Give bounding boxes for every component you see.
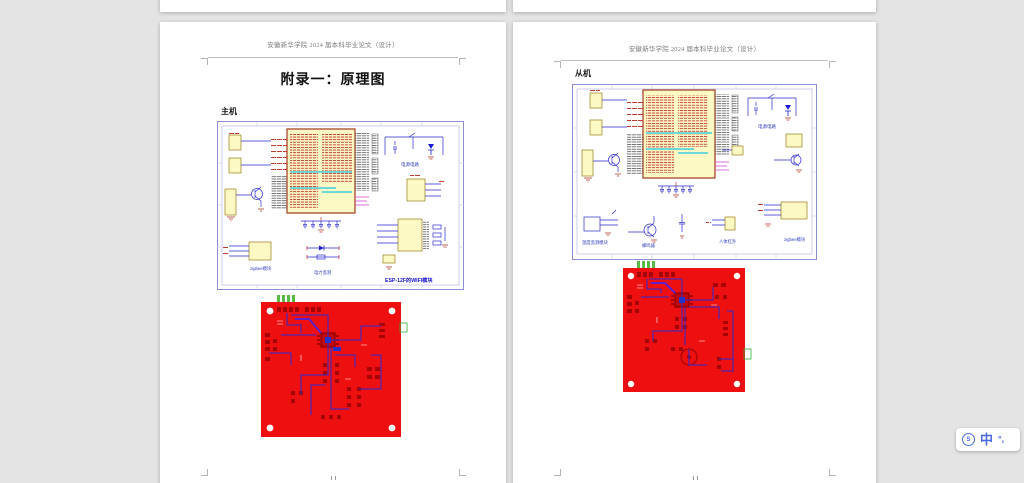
margin-crop-mark — [459, 58, 466, 65]
slave-schematic: 电源电路 — [572, 84, 817, 260]
header-rule — [208, 57, 458, 58]
master-pcb — [261, 295, 408, 437]
ime-toolbar[interactable]: S 中 °, — [956, 428, 1020, 451]
mid-capacitor — [679, 214, 685, 239]
master-pcb-figure[interactable] — [261, 295, 409, 444]
previous-page-right[interactable] — [513, 0, 876, 12]
pcb-center-chip — [679, 297, 685, 303]
slave-schematic-figure[interactable]: 电源电路 — [572, 84, 817, 265]
pir-module: 人体红外 — [706, 216, 737, 245]
previous-page-left[interactable] — [160, 0, 506, 12]
zigbee-label: zigbee模块 — [784, 236, 806, 243]
pcb-power-trace — [295, 318, 322, 334]
power-circuit-label: 电源电路 — [401, 161, 419, 168]
mcu-block — [627, 85, 739, 179]
mounting-holes — [266, 307, 396, 432]
power-monitor-circuit: 电力监测 — [306, 245, 340, 276]
decoupling-caps — [301, 217, 341, 233]
temperature-module: 温度监测模块 — [582, 209, 618, 246]
ime-mode-toggle[interactable]: 中 — [980, 432, 994, 447]
wifi-module: ESP-12F的WIFI模块 — [377, 218, 448, 284]
section-label-master[interactable]: 主机 — [221, 107, 237, 116]
left-peripheral-components — [224, 131, 271, 222]
slave-pcb-figure[interactable] — [623, 261, 753, 399]
right-driver-circuit — [722, 133, 803, 173]
pcb-center-chip — [325, 337, 331, 343]
buzzer-circuit: 蜂鸣器 — [628, 216, 657, 249]
zigbee-label: zigbee模块 — [250, 265, 272, 272]
margin-crop-mark — [201, 58, 208, 65]
power-circuit-label: 电源电路 — [758, 123, 776, 130]
left-peripheral-components — [581, 89, 627, 183]
margin-crop-mark — [459, 469, 466, 476]
page-number-mark — [331, 476, 336, 480]
zigbee-module: zigbee模块 — [758, 201, 808, 243]
pcb-traces — [269, 313, 382, 415]
pcb-edge-connector — [743, 348, 752, 360]
document-page-right[interactable]: 安徽新华学院 2024 届本科毕业论文（设计） 从机 — [513, 22, 876, 483]
ime-punctuation-toggle[interactable]: °, — [998, 434, 1005, 444]
power-monitor-label: 电力监测 — [314, 269, 331, 276]
section-label-slave[interactable]: 从机 — [575, 69, 591, 78]
master-schematic-figure[interactable]: 电源电路 — [217, 121, 464, 295]
mounting-holes — [627, 272, 741, 388]
decoupling-caps — [658, 182, 694, 198]
master-schematic: 电源电路 — [217, 121, 464, 290]
pcb-top-pads — [277, 295, 295, 302]
power-circuit: 电源电路 — [747, 93, 797, 130]
power-circuit: 电源电路 — [384, 132, 444, 168]
margin-crop-mark — [829, 61, 836, 68]
temperature-label: 温度监测模块 — [582, 239, 608, 246]
pcb-smd — [333, 347, 341, 351]
margin-crop-mark — [554, 469, 561, 476]
display-module — [406, 173, 445, 202]
pcb-top-pads — [637, 261, 655, 268]
pir-label: 人体红外 — [719, 238, 737, 245]
margin-crop-mark — [201, 469, 208, 476]
silkscreen-marks — [637, 284, 717, 342]
page-number-mark — [693, 476, 698, 480]
silkscreen-marks — [277, 320, 367, 380]
header-rule — [561, 60, 828, 61]
document-page-left[interactable]: 安徽新华学院 2024 届本科毕业论文（设计） 附录一：原理图 主机 — [160, 22, 506, 483]
pcb-power-trace — [651, 282, 676, 294]
mcu-block — [271, 124, 379, 214]
pcb-traces — [641, 278, 734, 372]
margin-crop-mark — [829, 469, 836, 476]
page-header-text: 安徽新华学院 2024 届本科毕业论文（设计） — [628, 46, 761, 53]
buzzer-label: 蜂鸣器 — [642, 242, 656, 249]
slave-pcb — [623, 261, 752, 392]
pcb-edge-connector — [399, 322, 408, 333]
ime-logo-icon[interactable]: S — [962, 433, 975, 446]
appendix-title[interactable]: 附录一：原理图 — [280, 71, 386, 87]
margin-crop-mark — [554, 61, 561, 68]
page-header-text: 安徽新华学院 2024 届本科毕业论文（设计） — [267, 42, 399, 49]
wifi-module-label: ESP-12F的WIFI模块 — [385, 276, 433, 284]
zigbee-module: zigbee模块 — [223, 241, 272, 272]
